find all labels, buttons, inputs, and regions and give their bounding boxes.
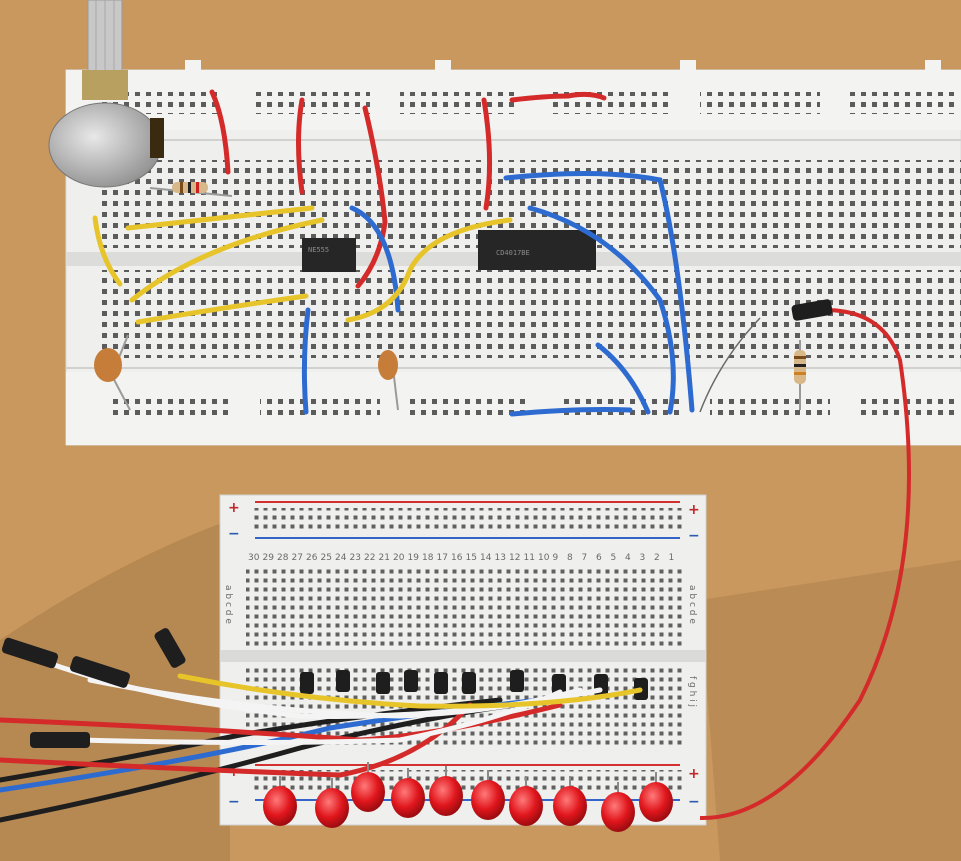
row-letters-bottom-right: f g h i j bbox=[687, 676, 697, 707]
red-long-wire-connector bbox=[791, 299, 833, 321]
rail-minus-top-right: − bbox=[688, 528, 700, 544]
rail-plus-top-right: + bbox=[688, 502, 700, 518]
capacitor-left bbox=[94, 334, 131, 411]
column-number: 4 bbox=[625, 553, 631, 563]
chip-ne555-label: NE555 bbox=[308, 246, 329, 254]
column-number: 18 bbox=[422, 553, 434, 563]
led bbox=[315, 778, 349, 828]
led bbox=[509, 776, 543, 826]
column-number: 20 bbox=[393, 553, 405, 563]
rail-plus-bottom-right: + bbox=[688, 766, 700, 782]
column-number: 21 bbox=[379, 553, 390, 563]
led bbox=[391, 768, 425, 818]
column-number: 10 bbox=[538, 553, 550, 563]
chip-ne555: NE555 bbox=[302, 238, 356, 272]
led bbox=[553, 776, 587, 826]
led bbox=[601, 782, 635, 832]
column-number: 11 bbox=[524, 553, 535, 563]
led bbox=[471, 770, 505, 820]
red-wires-large bbox=[209, 89, 607, 289]
row-letters-top-right: a b c d e bbox=[687, 585, 697, 624]
jumper-headers bbox=[300, 670, 648, 700]
led bbox=[639, 772, 673, 822]
column-number: 7 bbox=[582, 553, 588, 563]
led-row bbox=[263, 762, 673, 832]
column-number: 28 bbox=[277, 553, 289, 563]
column-number: 2 bbox=[654, 553, 660, 563]
chip-cd4017: CD4017BE bbox=[478, 230, 596, 270]
column-number: 1 bbox=[669, 553, 675, 563]
column-number: 17 bbox=[437, 553, 448, 563]
potentiometer bbox=[48, 0, 164, 188]
column-number: 8 bbox=[567, 553, 573, 563]
column-number: 19 bbox=[408, 553, 420, 563]
column-number: 6 bbox=[596, 553, 602, 563]
rail-minus-top-left: − bbox=[228, 526, 240, 542]
black-thin-wire bbox=[699, 317, 761, 413]
wire-bundle bbox=[0, 657, 643, 823]
column-number: 22 bbox=[364, 553, 375, 563]
led bbox=[351, 762, 385, 812]
column-number: 13 bbox=[495, 553, 506, 563]
resistor-right bbox=[794, 340, 806, 410]
rail-plus-top-left: + bbox=[228, 500, 240, 516]
column-number: 25 bbox=[321, 553, 332, 563]
led bbox=[429, 766, 463, 816]
red-long-wire bbox=[699, 308, 911, 821]
column-number: 14 bbox=[480, 553, 492, 563]
rail-minus-bottom-left: − bbox=[228, 794, 240, 810]
column-number: 26 bbox=[306, 553, 318, 563]
column-number: 15 bbox=[466, 553, 477, 563]
resistor-top bbox=[149, 182, 233, 197]
column-number: 3 bbox=[640, 553, 646, 563]
column-number: 9 bbox=[553, 553, 559, 563]
column-number: 24 bbox=[335, 553, 347, 563]
wire-connectors bbox=[1, 628, 186, 748]
column-number: 23 bbox=[350, 553, 361, 563]
column-number: 29 bbox=[263, 553, 275, 563]
column-number: 5 bbox=[611, 553, 617, 563]
column-number: 12 bbox=[509, 553, 520, 563]
row-letters-top-left: a b c d e bbox=[223, 585, 233, 624]
capacitor-middle bbox=[378, 350, 399, 411]
shadow-right bbox=[700, 560, 961, 861]
shadow-left bbox=[0, 520, 230, 861]
column-number: 16 bbox=[451, 553, 463, 563]
rail-minus-bottom-right: − bbox=[688, 794, 700, 810]
yellow-wires-large bbox=[92, 205, 513, 325]
led bbox=[263, 776, 297, 826]
column-number: 30 bbox=[248, 553, 260, 563]
chip-cd4017-label: CD4017BE bbox=[496, 249, 530, 257]
column-number: 27 bbox=[292, 553, 303, 563]
